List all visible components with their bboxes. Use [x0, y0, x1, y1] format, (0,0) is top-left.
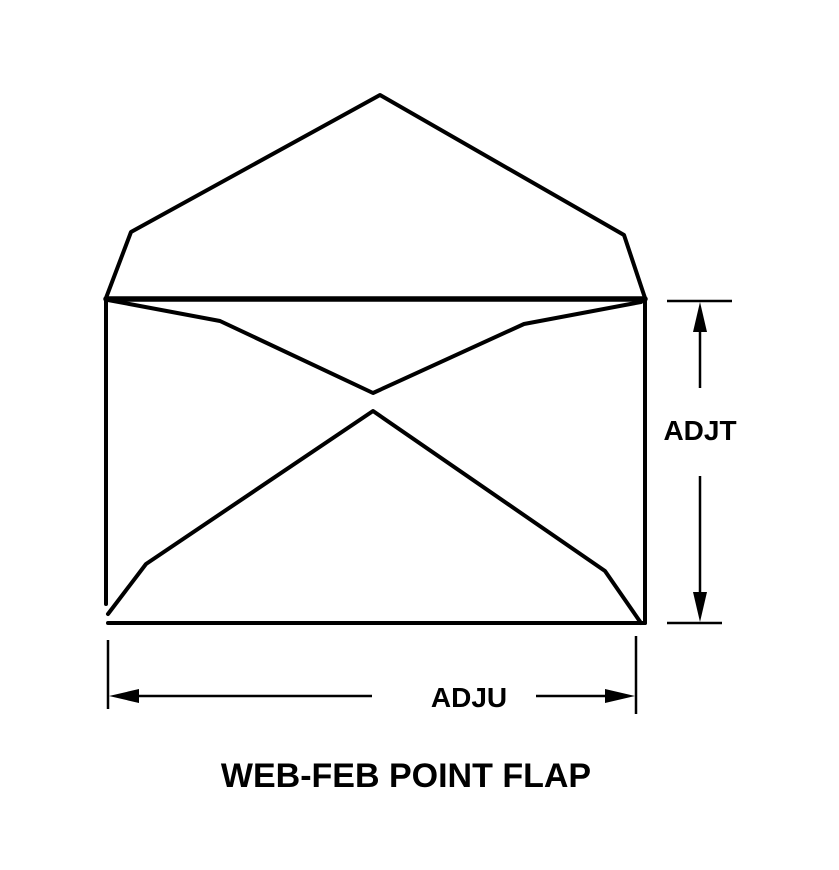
top-flap	[104, 93, 647, 300]
height-dimension-label: ADJT	[663, 415, 736, 446]
height-dimension: ADJT	[663, 299, 737, 625]
envelope	[103, 93, 648, 625]
bottom-flap	[106, 409, 643, 625]
inner-side-flaps	[106, 298, 643, 395]
diagram-caption: WEB-FEB POINT FLAP	[221, 757, 591, 795]
width-arrow-right-icon	[605, 689, 635, 703]
height-arrow-down-icon	[693, 592, 707, 622]
height-arrow-up-icon	[693, 302, 707, 332]
width-dimension: ADJU	[106, 636, 638, 714]
width-dimension-label: ADJU	[431, 682, 507, 713]
width-arrow-left-icon	[109, 689, 139, 703]
